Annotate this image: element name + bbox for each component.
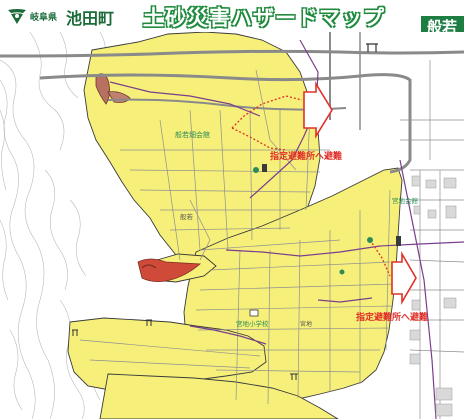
hazard-zones — [67, 32, 403, 419]
evac-note: 指定避難所へ避難 — [356, 311, 428, 323]
hall-label: 般若畑会館 — [175, 130, 210, 139]
map-title: 土砂災害ハザードマップ — [143, 6, 385, 30]
shelter-marker-icon — [253, 164, 267, 173]
town-name: 池田町 — [66, 9, 115, 28]
map-header: 岐阜県 池田町 土砂災害ハザードマップ 般若 — [0, 0, 464, 38]
building-blocks — [409, 175, 457, 417]
river-boundary — [109, 39, 464, 419]
hazard-map: 般若畑会館 宮地会館 宮地小学校 般若 宮地 指定避難所へ避難 指定避難所へ避難 — [0, 32, 464, 419]
evac-arrow-icon — [303, 81, 333, 139]
school-label: 宮地小学校 — [236, 319, 269, 328]
shelter-marker-icon — [339, 269, 345, 275]
place-label: 般若 — [180, 212, 194, 221]
prefecture-name: 岐阜県 — [30, 13, 58, 23]
evac-arrow-icon — [391, 251, 417, 305]
town-emblem-icon — [8, 9, 26, 24]
place-label: 宮地 — [300, 320, 312, 328]
shelter-marker-icon — [367, 236, 401, 246]
contour-lines — [0, 32, 106, 419]
evac-note: 指定避難所へ避難 — [270, 150, 342, 162]
hall-label: 宮地会館 — [392, 196, 419, 205]
shrine-marker-icon — [72, 43, 378, 380]
school-marker-icon — [249, 309, 259, 317]
